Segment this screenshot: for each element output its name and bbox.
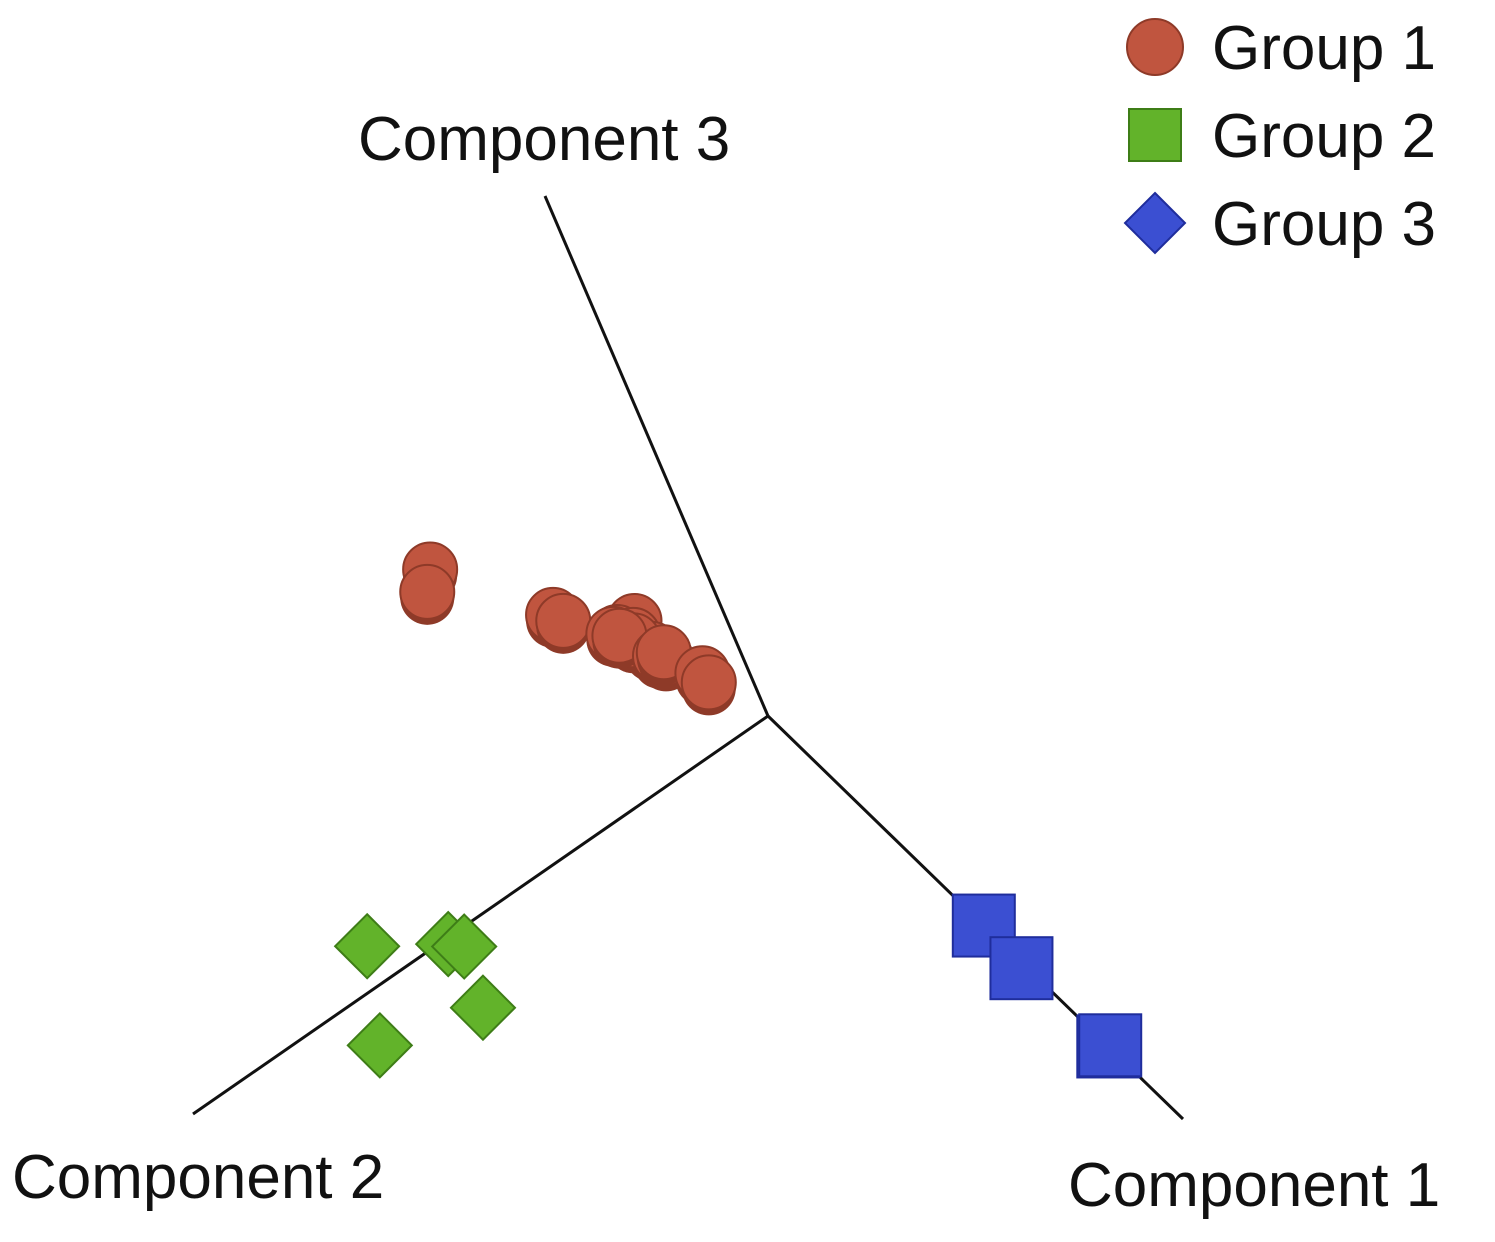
legend-marker-group-3 bbox=[1123, 191, 1187, 255]
axis-component-2-line bbox=[192, 714, 769, 1116]
group-2-point-3 bbox=[333, 912, 401, 980]
legend-marker-group-2 bbox=[1128, 108, 1182, 162]
group-1-point-2 bbox=[399, 563, 456, 620]
legend: Group 1 Group 2 Group 3 bbox=[1123, 14, 1436, 259]
axis-label-component-1: Component 1 bbox=[1068, 1151, 1440, 1220]
legend-label-group-3: Group 3 bbox=[1212, 190, 1436, 259]
group-1-point-5 bbox=[535, 592, 592, 649]
axis-label-component-2: Component 2 bbox=[12, 1143, 384, 1212]
group-3-point-2 bbox=[989, 936, 1054, 1001]
group-2-point-group-4 bbox=[449, 974, 517, 1042]
axes-layer: Component 3 Component 2 Component 1 bbox=[12, 105, 1440, 1220]
group-1-point-16 bbox=[680, 654, 737, 711]
group-2-point-4 bbox=[449, 974, 517, 1042]
group-2-point-group-2 bbox=[430, 913, 498, 980]
legend-label-group-2: Group 2 bbox=[1212, 102, 1436, 171]
group-1-point-group-16 bbox=[680, 654, 737, 716]
axis-label-component-3: Component 3 bbox=[358, 105, 730, 174]
group-3-point-4 bbox=[1078, 1013, 1143, 1078]
group-1-point-group-2 bbox=[399, 563, 456, 625]
group-2-point-group-5 bbox=[346, 1011, 414, 1079]
axis-component-3-line bbox=[543, 195, 770, 717]
group-2-point-group-3 bbox=[333, 912, 401, 980]
legend-marker-group-1 bbox=[1126, 18, 1184, 76]
legend-label-group-1: Group 1 bbox=[1212, 14, 1436, 83]
points-layer bbox=[333, 541, 1143, 1079]
group-2-point-2 bbox=[430, 913, 498, 980]
group-3-point-group-2 bbox=[989, 936, 1054, 1001]
group-2-point-5 bbox=[346, 1011, 414, 1079]
group-1-point-group-5 bbox=[535, 592, 592, 654]
group-3-point-group-4 bbox=[1078, 1013, 1143, 1078]
